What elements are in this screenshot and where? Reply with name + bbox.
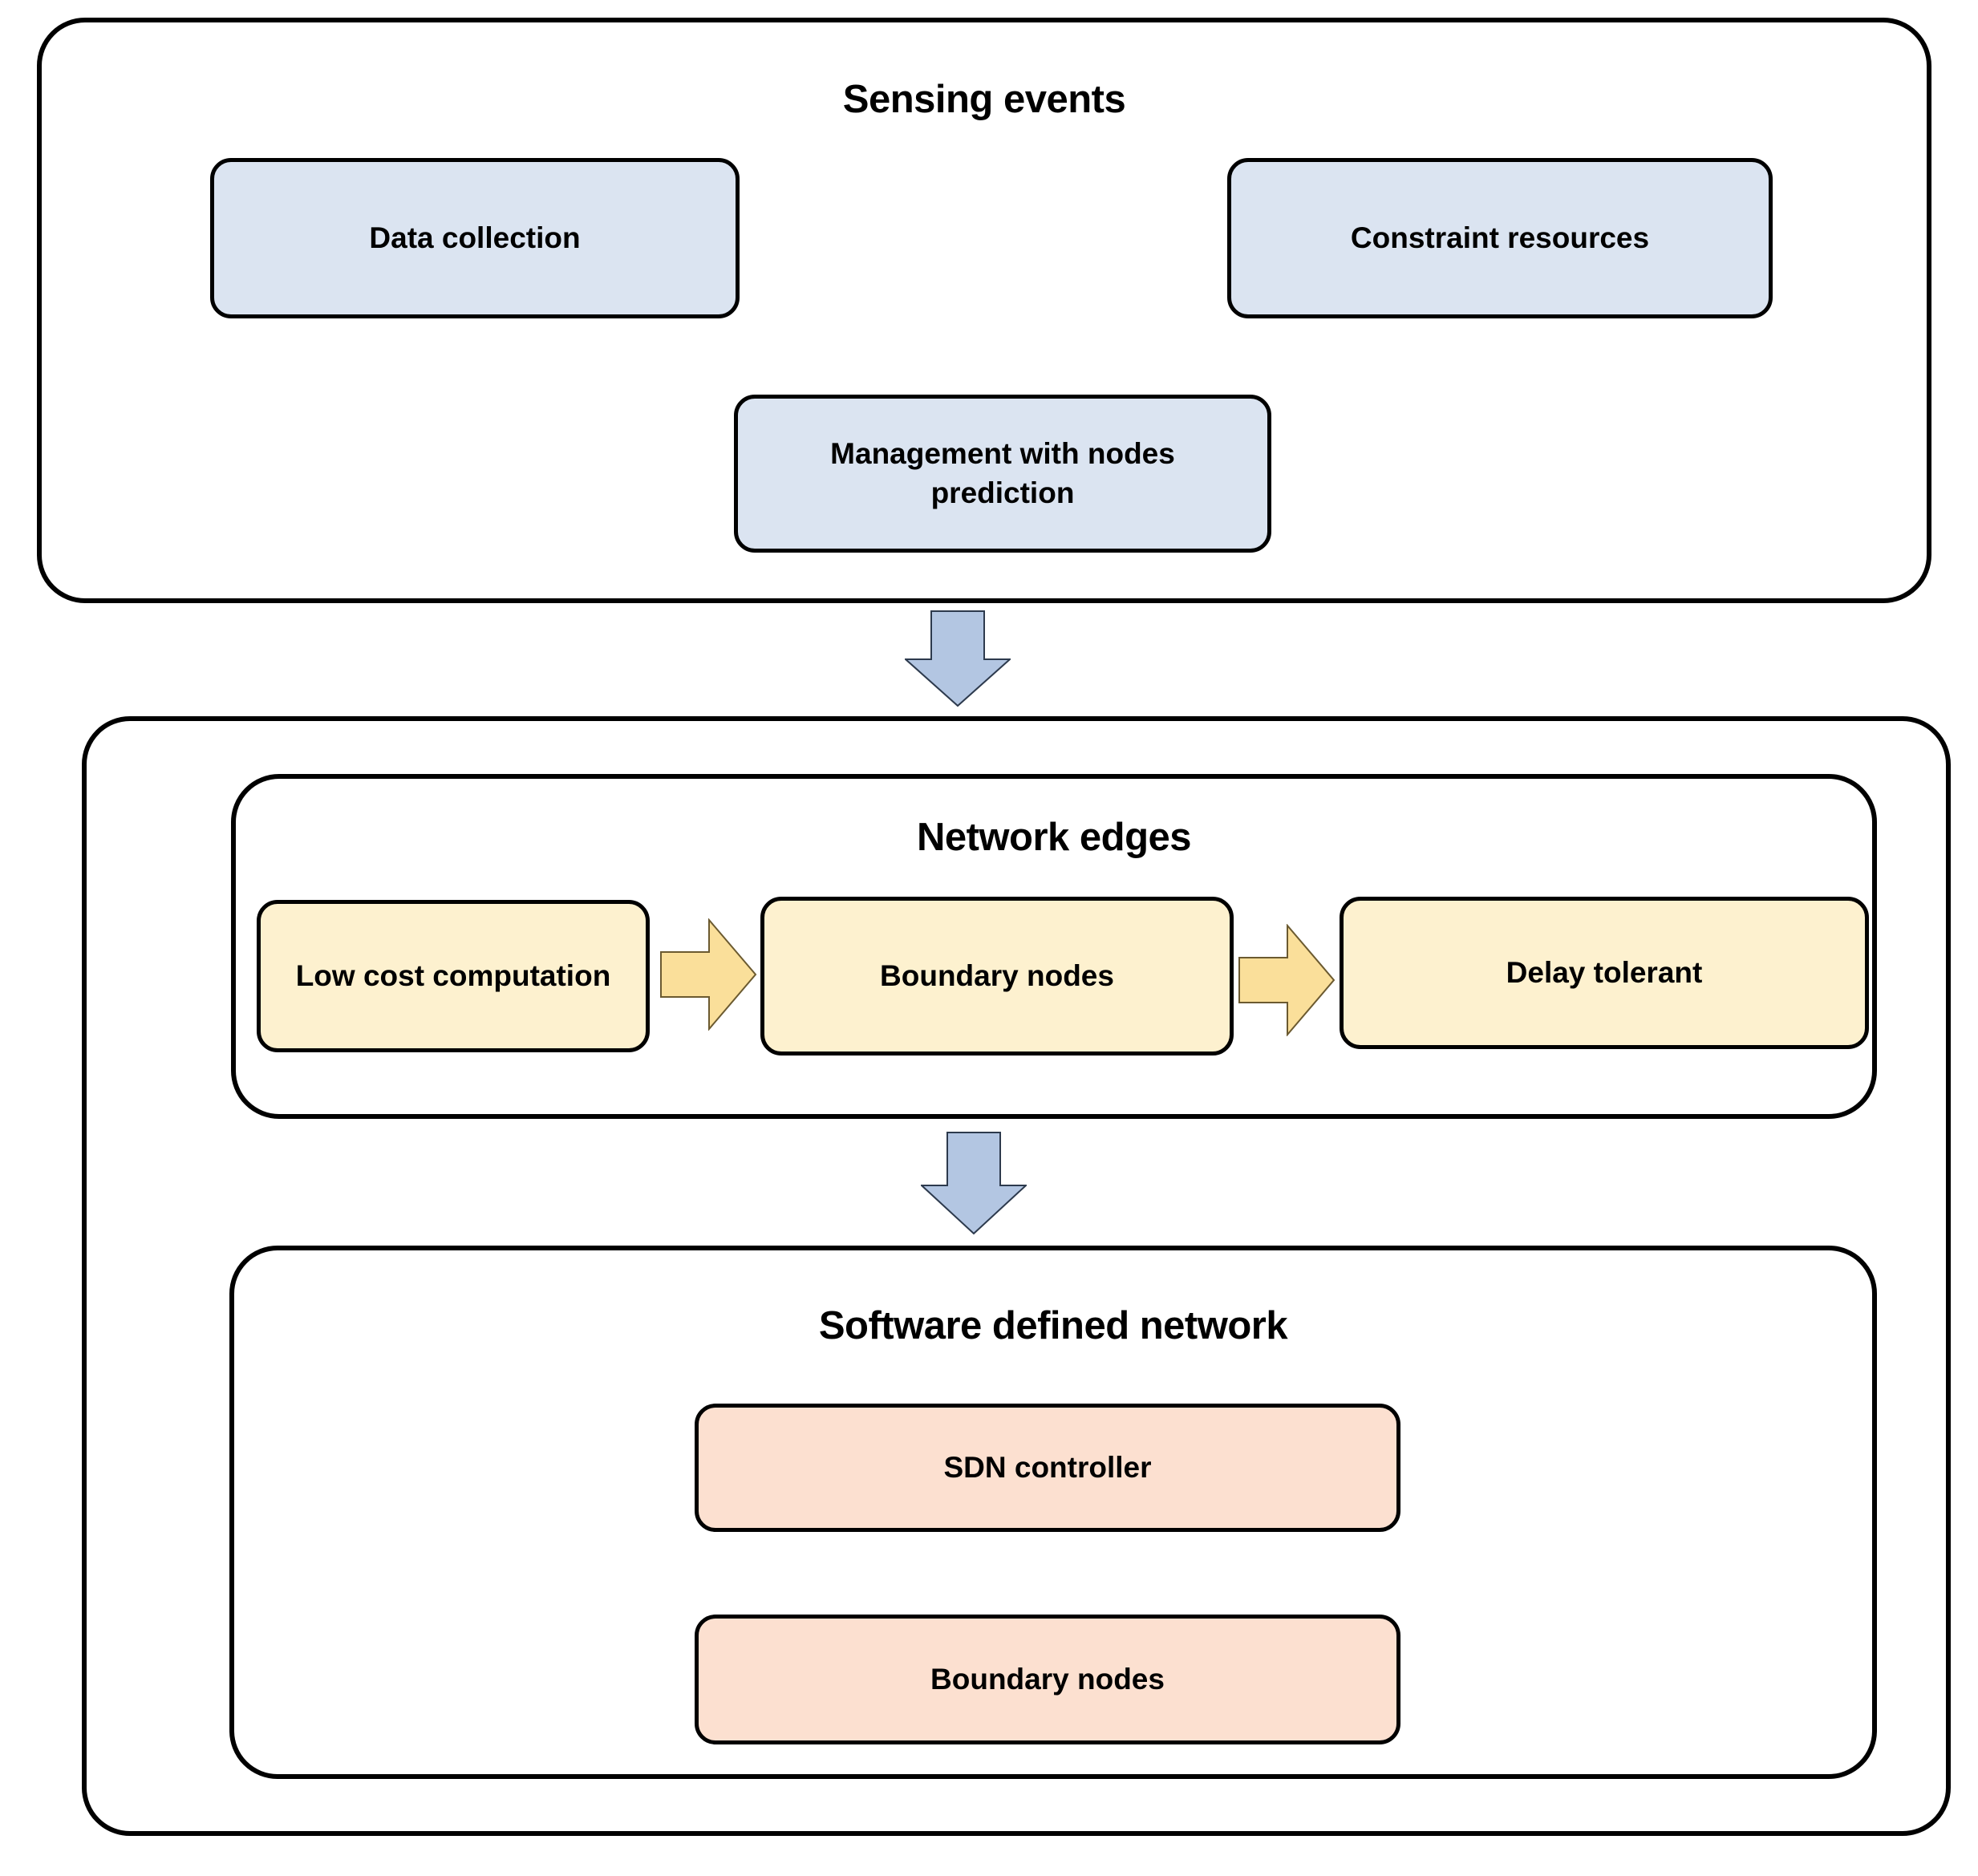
box-sdn-controller[interactable]: SDN controller [695,1404,1400,1532]
network-edges-title: Network edges [916,816,1192,859]
box-management-with-nodes-prediction[interactable]: Management with nodes prediction [734,395,1271,553]
network-edges-container [231,774,1877,1119]
sensing-events-title: Sensing events [842,78,1126,121]
software-defined-network-container [229,1246,1877,1779]
box-boundary-nodes-sdn-label: Boundary nodes [930,1662,1165,1696]
arrow-down-sensing-to-edges [905,610,1011,707]
sensing-events-container [37,18,1931,603]
arrow-down-edges-to-sdn [921,1131,1027,1235]
box-management-with-nodes-prediction-label: Management with nodes prediction [830,437,1175,509]
software-defined-network-title: Software defined network [818,1304,1288,1347]
box-data-collection-label: Data collection [369,221,581,254]
box-boundary-nodes-edges-label: Boundary nodes [880,958,1114,992]
box-sdn-controller-label: SDN controller [943,1450,1152,1484]
arrow-right-2 [1238,924,1336,1036]
box-low-cost-computation[interactable]: Low cost computation [257,900,650,1052]
box-delay-tolerant-label: Delay tolerant [1506,955,1703,989]
box-boundary-nodes-edges[interactable]: Boundary nodes [760,897,1234,1056]
box-boundary-nodes-sdn[interactable]: Boundary nodes [695,1615,1400,1744]
box-delay-tolerant[interactable]: Delay tolerant [1340,897,1869,1049]
box-constraint-resources[interactable]: Constraint resources [1227,158,1773,318]
box-data-collection[interactable]: Data collection [210,158,740,318]
box-low-cost-computation-label: Low cost computation [295,958,611,992]
edge-and-sdn-outer-container [82,716,1951,1836]
box-constraint-resources-label: Constraint resources [1350,221,1650,254]
arrow-right-1 [659,918,757,1031]
